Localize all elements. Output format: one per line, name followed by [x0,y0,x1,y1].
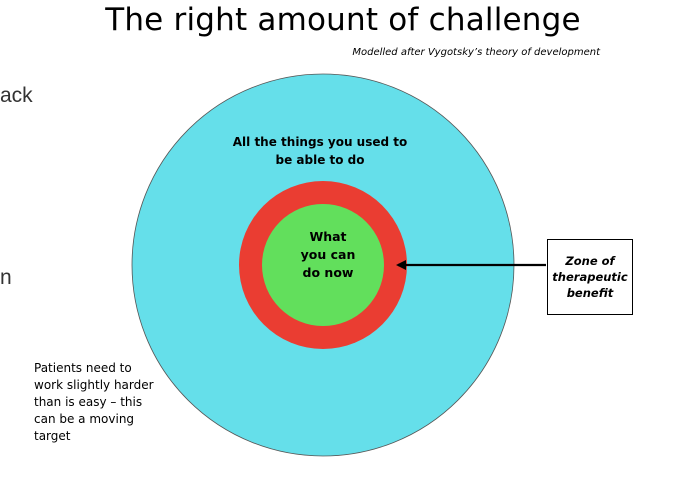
diagram-title: The right amount of challenge [105,2,581,38]
note-line: can be a moving [34,412,135,426]
inner-zone-label: What you can do now [278,228,378,282]
inner-zone-circle [262,204,384,326]
callout-line: Zone of [565,254,615,268]
left-edge-text-fragment: n [0,266,12,289]
note-line: target [34,429,71,443]
inner-zone-label-line: you can [300,247,356,262]
callout-line: therapeutic [552,270,628,284]
outer-zone-label: All the things you used to be able to do [200,133,440,169]
inner-zone-label-line: do now [302,265,354,280]
patient-note: Patients need to work slightly harder th… [34,360,184,445]
outer-zone-label-line: All the things you used to [232,135,408,149]
diagram-subtitle: Modelled after Vygotsky’s theory of deve… [352,47,600,58]
left-edge-text-fragment: ack [0,84,33,107]
note-line: than is easy – this [34,395,143,409]
therapeutic-benefit-callout: Zone of therapeutic benefit [547,239,633,315]
note-line: work slightly harder [34,378,154,392]
outer-zone-label-line: be able to do [275,153,365,167]
note-line: Patients need to [34,361,132,375]
inner-zone-label-line: What [309,229,347,244]
callout-line: benefit [566,286,614,300]
